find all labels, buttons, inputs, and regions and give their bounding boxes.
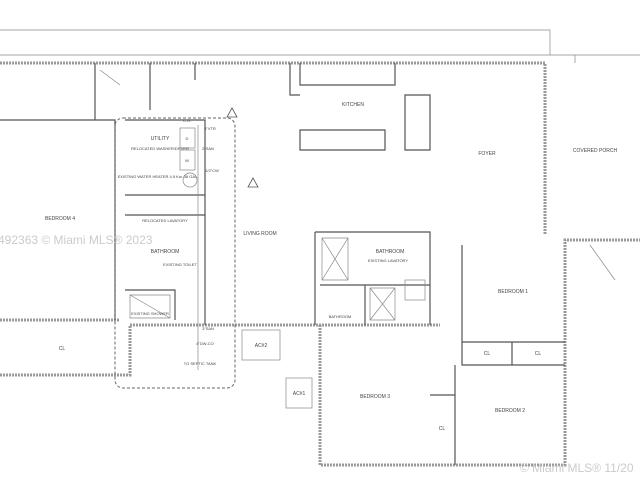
bedroom4-walls	[0, 63, 116, 320]
label-cl-b1b: CL	[535, 351, 542, 357]
label-dw-co: 4"DW-CO	[196, 341, 214, 346]
label-utility: UTILITY	[151, 136, 170, 142]
exterior-wall-right	[318, 238, 640, 467]
label-bedroom3: BEDROOM 3	[360, 394, 390, 400]
label-co: C.O.	[183, 118, 191, 123]
kitchen-island	[299, 129, 386, 151]
label-bathroom-mid2: BATHROOM	[329, 314, 352, 319]
label-existing-lavatory: EXISTING LAVATORY	[368, 258, 408, 263]
revision-triangle-icon	[247, 177, 259, 188]
watermark-left: 492363 © Miami MLS® 2023	[0, 233, 153, 247]
label-ac2: AC#2	[255, 343, 268, 349]
ac2-unit	[241, 329, 281, 361]
water-heater	[182, 172, 198, 188]
label-d: D	[186, 136, 189, 141]
revision-cloud	[114, 117, 236, 389]
label-vtr: 3"VTR	[204, 126, 216, 131]
bedroom1-2-walls	[430, 245, 565, 465]
closet-walls	[149, 63, 196, 110]
shower-2	[369, 287, 396, 321]
door-swings	[99, 55, 616, 281]
label-bathroom-left: BATHROOM	[151, 249, 180, 255]
middle-bath-walls	[314, 231, 431, 325]
label-bedroom4: BEDROOM 4	[45, 216, 75, 222]
revision-triangle-icon	[226, 107, 238, 118]
shower-1	[321, 237, 349, 281]
bathroom-utility-walls	[125, 119, 206, 325]
linen-box	[404, 279, 426, 301]
label-san3: 3"SAN	[202, 326, 214, 331]
watermark-bottom-right: © Miami MLS® 11/20	[520, 461, 634, 475]
label-w: W	[185, 158, 189, 163]
label-san2: 2"SAN	[202, 146, 214, 151]
label-existing-shower: EXISTING SHOWER	[131, 311, 169, 316]
kitchen-counters	[289, 63, 431, 151]
label-ac1: AC#1	[293, 391, 306, 397]
label-water-heater: EXISTING WATER HEATER 4.5 Kw. 38 GAL.	[118, 174, 199, 179]
label-existing-toilet: EXISTING TOILET	[163, 262, 197, 267]
label-washer-dryer: RELOCATED WASHER/DRYER	[131, 146, 189, 151]
dryer	[179, 127, 196, 149]
label-cl-left: CL	[59, 346, 66, 352]
label-cw: 1/2"CW	[205, 168, 219, 173]
exterior-wall-top	[0, 61, 547, 235]
label-living-room: LIVING ROOM	[243, 231, 276, 237]
label-relocated-lavatory: RELOCATED LAVATORY	[142, 218, 188, 223]
roof-outline	[0, 29, 640, 56]
label-covered-porch: COVERED PORCH	[573, 148, 618, 154]
label-cl-b1a: CL	[484, 351, 491, 357]
exterior-wall-left	[0, 318, 132, 377]
label-septic: TO SEPTIC TANK	[184, 361, 217, 366]
label-bedroom1: BEDROOM 1	[498, 289, 528, 295]
label-bedroom2: BEDROOM 2	[495, 408, 525, 414]
label-foyer: FOYER	[478, 151, 496, 157]
label-bathroom-mid: BATHROOM	[376, 249, 405, 255]
label-cl-b3: CL	[439, 426, 446, 432]
shower-3	[129, 294, 171, 319]
washer	[179, 149, 196, 171]
label-kitchen: KITCHEN	[342, 102, 364, 108]
ac1-unit	[285, 377, 313, 409]
